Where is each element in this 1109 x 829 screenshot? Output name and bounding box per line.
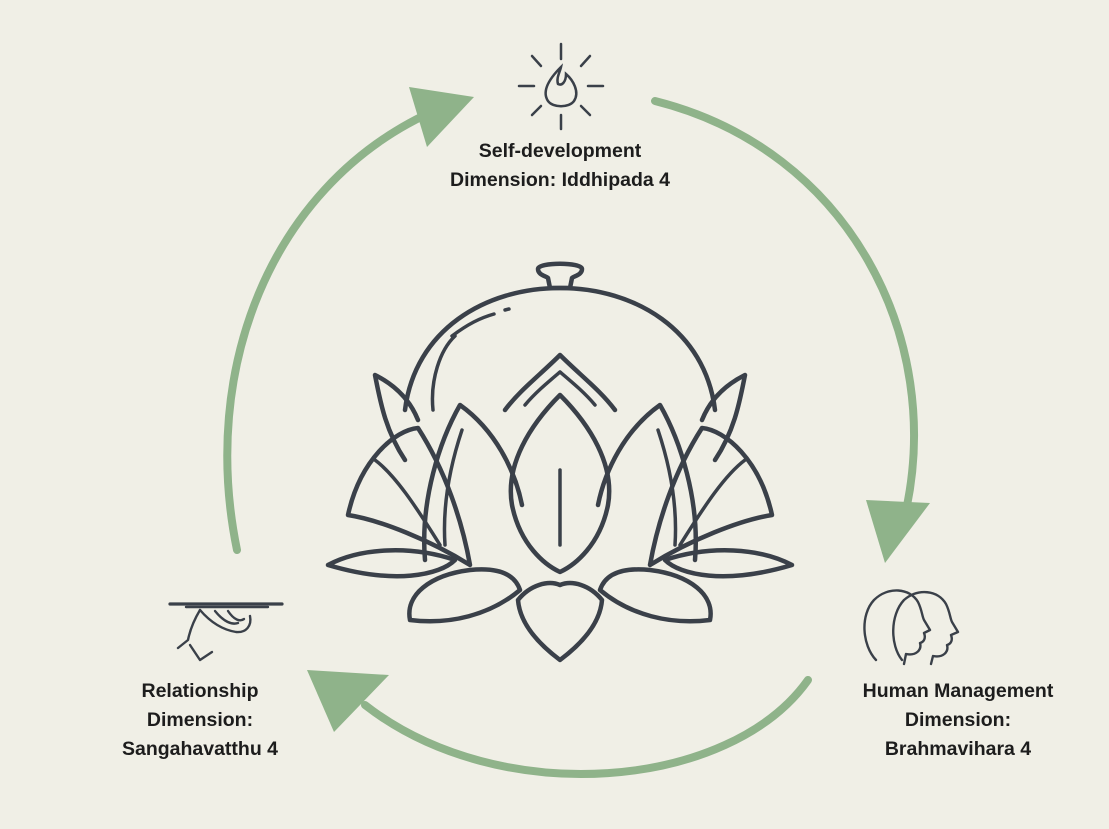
lotus-lower-petal-left [407,567,523,624]
lotus-under-cloche-icon [325,261,795,663]
human-management-label-line1: Human Management [862,680,1054,702]
relationship-label-line1: Relationship [141,680,259,702]
cycle-arrows [223,97,918,778]
human-management-label: Human Management Dimension: Brahmavihara… [818,677,1098,764]
lotus-lower-petal-right [597,567,713,624]
lotus-back-petal-right [699,372,748,463]
self-development-label-line1: Self-development [478,140,642,162]
cloche-dome [402,285,718,413]
lotus-crown-petal [502,352,618,413]
lotus-mid-petal-right [595,402,698,563]
flame-sun-icon [517,42,605,131]
lotus-back-petal-left [372,372,421,463]
relationship-label-line2: Dimension: [146,709,254,731]
arrowhead-down-right [866,500,930,563]
lotus-mid-petal-left [422,402,525,563]
relationship-label-line3: Sangahavatthu 4 [121,738,279,760]
lotus-base-petal-left [325,548,458,579]
arrow-human-management-to-relationship [361,676,812,778]
lotus-bottom-petal [515,580,605,663]
two-heads-profile-icon [863,589,960,666]
cloche-highlight [450,312,496,338]
arrowheads [307,87,930,732]
arrow-top-to-human-management [651,97,918,519]
arrow-relationship-to-top [223,111,429,554]
lotus-base-petal-right [662,548,795,579]
self-development-label-line2: Dimension: Iddhipada 4 [450,169,670,191]
lotus-side-petal-left [345,425,473,568]
arrowhead-top [409,87,474,147]
cloche-handle [535,261,585,291]
relationship-label: Relationship Dimension: Sangahavatthu 4 [70,677,330,764]
lotus-center-petal [508,392,612,575]
serving-tray-hand-icon [168,602,284,662]
cloche-highlight-dot [503,307,511,312]
arrowhead-left [307,670,389,732]
self-development-label: Self-development Dimension: Iddhipada 4 [360,137,760,195]
human-management-label-line2: Dimension: [904,709,1012,731]
human-management-label-line3: Brahmavihara 4 [884,738,1032,760]
lotus-side-petal-right [647,425,775,568]
